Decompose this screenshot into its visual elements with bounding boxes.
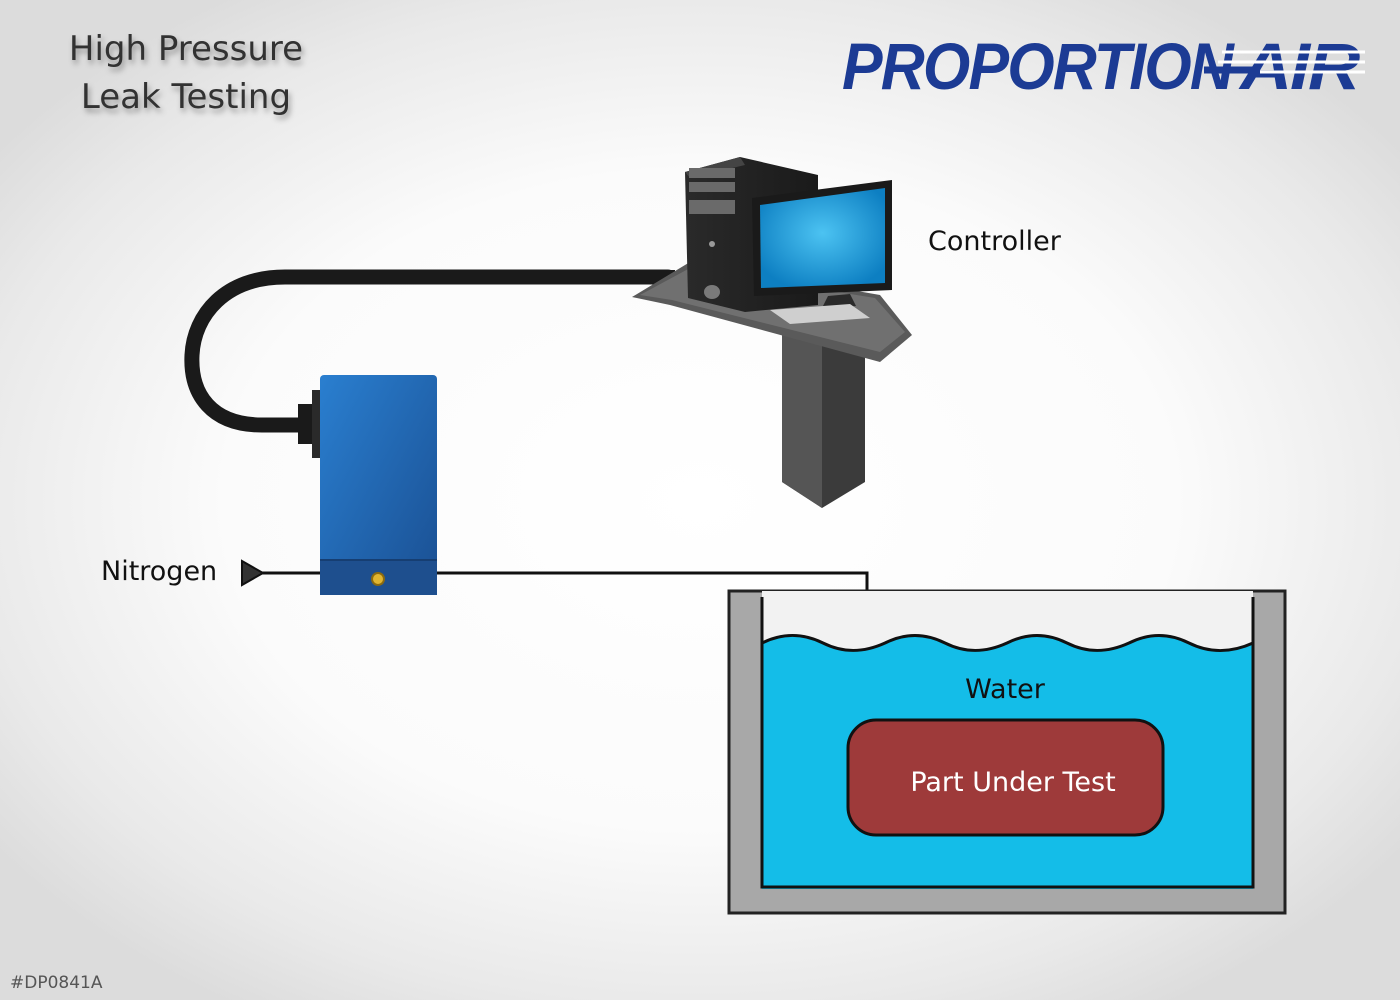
computer-monitor [752, 180, 892, 324]
tank-inner-wall-outline [760, 597, 1255, 889]
controller-label: Controller [928, 226, 1062, 257]
water-label: Water [965, 674, 1046, 705]
regulator-body [320, 375, 437, 595]
brand-logo: PROPORTION AIR [842, 29, 1365, 103]
controller-workstation [632, 157, 912, 508]
brand-name-part2: AIR [1238, 29, 1361, 103]
regulator-port-icon [371, 572, 385, 586]
nitrogen-label: Nitrogen [101, 556, 217, 587]
pressure-regulator [298, 375, 437, 595]
page-title: High Pressure Leak Testing [69, 29, 303, 117]
part-under-test-label: Part Under Test [910, 767, 1115, 798]
title-line-1: High Pressure [69, 29, 303, 69]
brand-name-part1: PROPORTION [842, 29, 1235, 103]
pedestal-shade [782, 335, 822, 508]
document-id: #DP0841A [10, 973, 103, 993]
monitor-screen [760, 188, 885, 288]
part-under-test [846, 718, 1165, 837]
control-cable [184, 269, 676, 433]
nitrogen-inlet-arrow-icon [241, 559, 266, 587]
title-line-2: Leak Testing [81, 77, 291, 117]
